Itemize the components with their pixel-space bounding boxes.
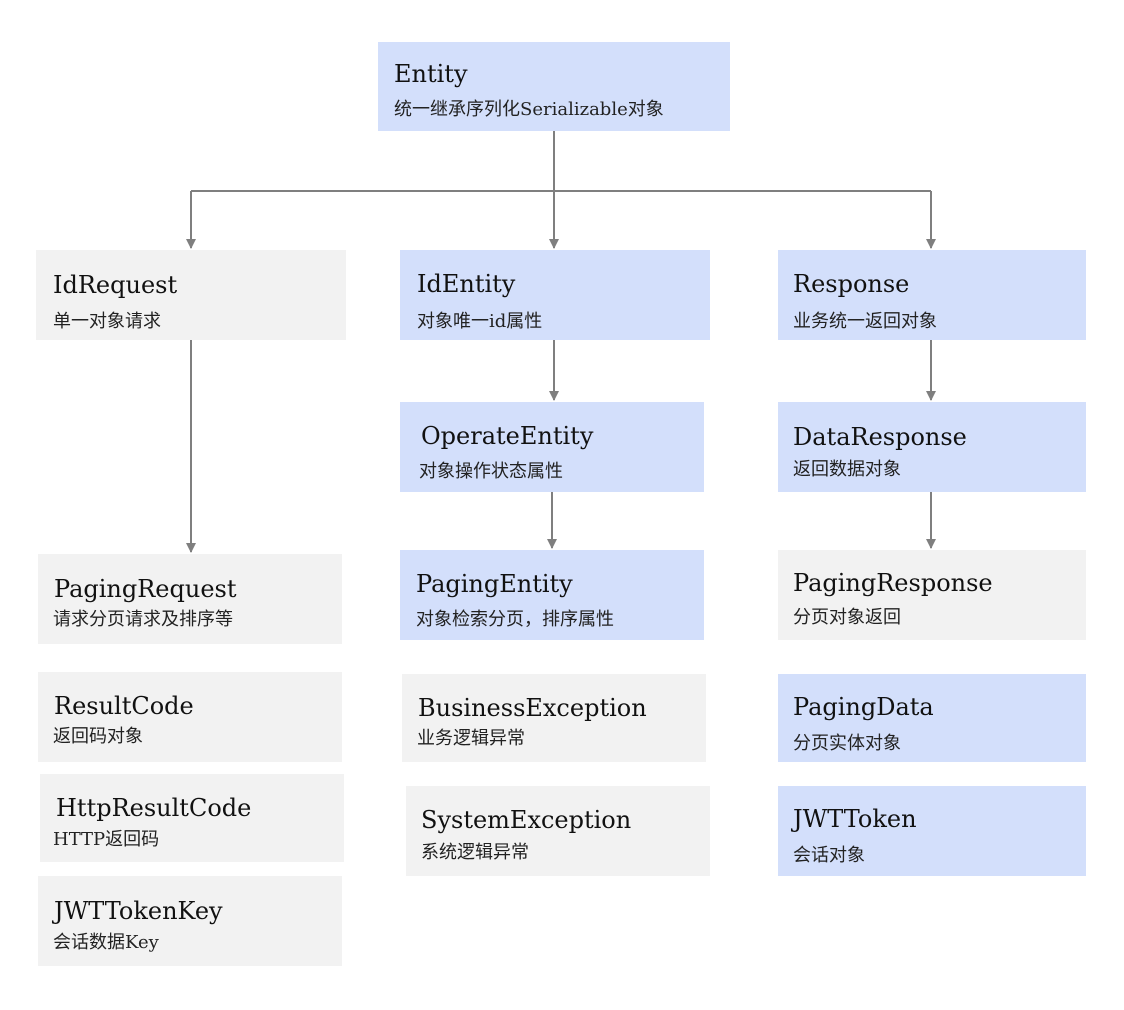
node-pagingdata: PagingData 分页实体对象: [778, 674, 1086, 762]
node-pagingresponse-subtitle: 分页对象返回: [793, 607, 901, 628]
node-httpresultcode: HttpResultCode HTTP返回码: [40, 774, 344, 862]
node-pagingentity-subtitle: 对象检索分页，排序属性: [416, 609, 614, 630]
node-systemexception: SystemException 系统逻辑异常: [406, 786, 710, 876]
node-pagingdata-title: PagingData: [793, 693, 934, 721]
node-pagingrequest-subtitle: 请求分页请求及排序等: [53, 609, 233, 630]
node-identity-subtitle: 对象唯一id属性: [417, 311, 543, 332]
node-pagingresponse: PagingResponse 分页对象返回: [778, 550, 1086, 640]
node-response: Response 业务统一返回对象: [778, 250, 1086, 340]
node-httpresultcode-title: HttpResultCode: [56, 794, 252, 822]
node-identity-title: IdEntity: [417, 270, 516, 298]
node-systemexception-subtitle: 系统逻辑异常: [421, 842, 529, 863]
node-entity-title: Entity: [394, 60, 468, 88]
node-idrequest-title: IdRequest: [53, 271, 178, 299]
node-idrequest-subtitle: 单一对象请求: [53, 311, 161, 332]
node-systemexception-title: SystemException: [421, 806, 632, 834]
node-businessexception-subtitle: 业务逻辑异常: [417, 728, 525, 749]
node-jwttokenkey-title: JWTTokenKey: [54, 897, 223, 925]
node-jwttoken-subtitle: 会话对象: [793, 845, 865, 866]
node-pagingentity: PagingEntity 对象检索分页，排序属性: [400, 550, 704, 640]
node-pagingresponse-title: PagingResponse: [793, 569, 993, 597]
node-dataresponse-title: DataResponse: [793, 423, 967, 451]
node-businessexception: BusinessException 业务逻辑异常: [402, 674, 706, 762]
node-response-title: Response: [793, 270, 910, 298]
node-httpresultcode-subtitle: HTTP返回码: [53, 829, 160, 850]
node-operateentity-subtitle: 对象操作状态属性: [419, 461, 563, 482]
node-dataresponse: DataResponse 返回数据对象: [778, 402, 1086, 492]
node-jwttokenkey-subtitle: 会话数据Key: [53, 932, 159, 953]
node-resultcode: ResultCode 返回码对象: [38, 672, 342, 762]
node-operateentity: OperateEntity 对象操作状态属性: [400, 402, 704, 492]
node-identity: IdEntity 对象唯一id属性: [400, 250, 710, 340]
node-resultcode-title: ResultCode: [54, 692, 194, 720]
node-operateentity-title: OperateEntity: [421, 422, 594, 450]
node-jwttoken: JWTToken 会话对象: [778, 786, 1086, 876]
node-pagingrequest-title: PagingRequest: [54, 575, 237, 603]
node-jwttoken-title: JWTToken: [793, 805, 917, 833]
node-pagingrequest: PagingRequest 请求分页请求及排序等: [38, 554, 342, 644]
node-businessexception-title: BusinessException: [418, 694, 647, 722]
node-pagingentity-title: PagingEntity: [416, 570, 573, 598]
node-entity: Entity 统一继承序列化Serializable对象: [378, 42, 730, 131]
node-pagingdata-subtitle: 分页实体对象: [793, 733, 901, 754]
node-dataresponse-subtitle: 返回数据对象: [793, 459, 901, 480]
node-resultcode-subtitle: 返回码对象: [53, 726, 143, 747]
node-idrequest: IdRequest 单一对象请求: [36, 250, 346, 340]
node-response-subtitle: 业务统一返回对象: [793, 311, 937, 332]
node-jwttokenkey: JWTTokenKey 会话数据Key: [38, 876, 342, 966]
node-entity-subtitle: 统一继承序列化Serializable对象: [394, 99, 664, 120]
